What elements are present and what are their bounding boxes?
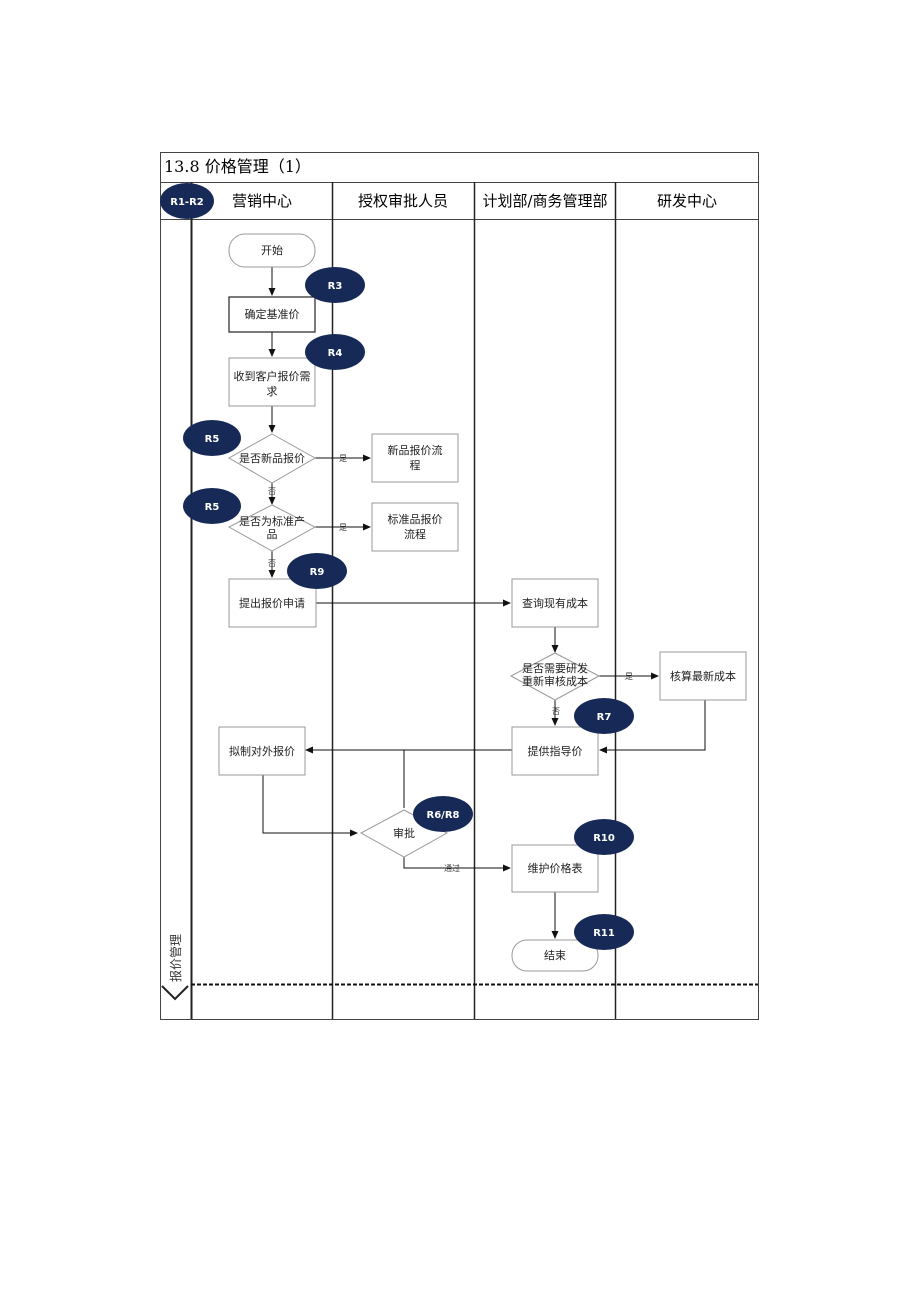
side-label: 报价管理 [168,934,183,982]
svg-text:提供指导价: 提供指导价 [528,744,583,758]
edge-label-yes-standard: 是 [339,523,347,532]
svg-text:重新审核成本: 重新审核成本 [522,674,588,688]
svg-text:R10: R10 [593,833,615,844]
lane-title-marketing: 营销中心 [232,192,292,210]
node-query-existing-cost: 查询现有成本 [511,578,599,628]
svg-text:R4: R4 [328,348,343,359]
svg-text:新品报价流: 新品报价流 [388,443,443,457]
badge-r6-r8: R6/R8 [413,796,473,832]
svg-text:标准品报价: 标准品报价 [388,512,443,526]
lane-title-rnd: 研发中心 [657,192,717,210]
badge-r7: R7 [574,698,634,734]
node-provide-guide-price: 提供指导价 [511,726,599,776]
node-standard-product-flow: 标准品报价 流程 [371,502,459,552]
svg-text:求: 求 [267,385,278,398]
svg-text:查询现有成本: 查询现有成本 [522,596,588,610]
svg-text:R5: R5 [205,502,220,513]
svg-text:确定基准价: 确定基准价 [245,307,300,321]
svg-text:维护价格表: 维护价格表 [528,861,583,875]
svg-text:R11: R11 [593,928,615,939]
badge-r9: R9 [287,553,347,589]
svg-text:R5: R5 [205,434,220,445]
lane-title-approver: 授权审批人员 [358,192,448,210]
lane-title-planning: 计划部/商务管理部 [482,192,607,210]
node-calc-latest-cost: 核算最新成本 [659,651,747,701]
swimlane-frame [160,152,759,1020]
svg-text:R7: R7 [597,712,612,723]
edge-label-pass: 通过 [444,863,460,873]
svg-text:收到客户报价需: 收到客户报价需 [234,369,311,383]
badge-r3: R3 [305,267,365,303]
edge-label-no-standard: 否 [268,559,276,568]
badge-r10: R10 [574,819,634,855]
svg-text:是否新品报价: 是否新品报价 [239,451,305,465]
edge-label-yes-new: 是 [339,454,347,463]
node-draft-external-quote: 拟制对外报价 [218,726,306,776]
svg-text:拟制对外报价: 拟制对外报价 [229,744,295,758]
page-title: 13.8 价格管理（1） [164,157,311,176]
edge-calc-guide [599,700,706,754]
edge-label-yes-rd: 是 [625,672,633,681]
svg-text:R6/R8: R6/R8 [427,810,460,821]
connectors [262,267,706,939]
node-receive-request: 收到客户报价需 求 [228,357,316,407]
node-new-product-flow: 新品报价流 程 [371,433,459,483]
svg-text:是否需要研发: 是否需要研发 [522,661,588,675]
svg-text:程: 程 [410,459,421,472]
edge-approve-maintain [403,857,511,872]
badge-r4: R4 [305,334,365,370]
svg-text:流程: 流程 [404,527,426,541]
edge-draft-approve [262,775,358,837]
node-confirm-base-price: 确定基准价 [228,296,316,333]
node-submit-quote-request: 提出报价申请 [228,578,317,628]
svg-text:审批: 审批 [393,826,415,840]
edge-label-no-rd: 否 [552,707,560,716]
svg-text:R1-R2: R1-R2 [170,197,204,208]
decision-need-rnd-review: 是否需要研发 重新审核成本 [509,652,601,701]
node-maintain-price-table: 维护价格表 [511,844,599,893]
decision-is-new-product: 是否新品报价 [227,433,317,484]
svg-text:是否为标准产: 是否为标准产 [239,514,305,528]
node-end: 结束 [511,939,599,972]
decision-is-standard-product: 是否为标准产 品 [227,504,317,552]
svg-text:品: 品 [267,528,278,541]
badge-r11: R11 [574,914,634,950]
node-start: 开始 [228,233,316,268]
svg-text:R3: R3 [328,281,343,292]
svg-text:提出报价申请: 提出报价申请 [239,596,305,610]
badge-r5-second: R5 [183,488,241,524]
svg-text:开始: 开始 [261,243,283,257]
badge-r5-first: R5 [183,420,241,456]
badge-r1-r2: R1-R2 [160,183,214,219]
svg-text:结束: 结束 [544,949,566,962]
edge-label-no-new: 否 [268,487,276,496]
svg-text:R9: R9 [310,567,325,578]
svg-text:核算最新成本: 核算最新成本 [670,669,736,683]
